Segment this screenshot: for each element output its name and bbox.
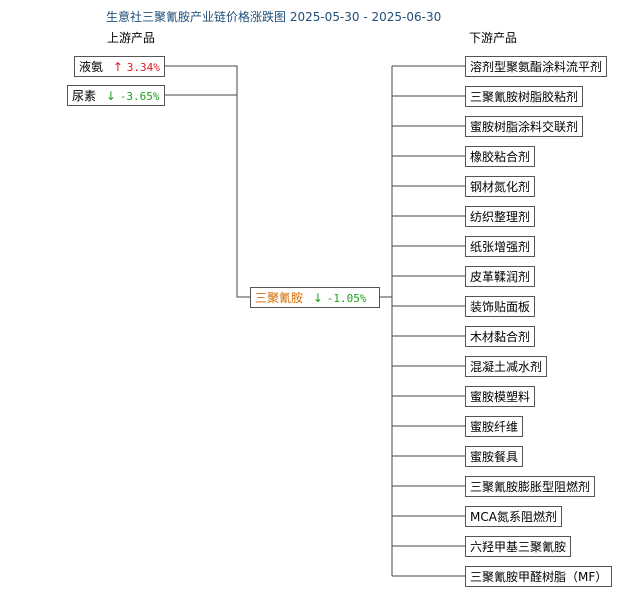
downstream-node: 皮革鞣润剂	[465, 266, 536, 287]
downstream-header: 下游产品	[469, 31, 518, 45]
downstream-node: 橡胶粘合剂	[465, 146, 536, 167]
center-node-melamine: 三聚氰胺 ↓ -1.05%	[250, 287, 380, 308]
change-percent: -3.65%	[119, 90, 160, 103]
downstream-node: 六羟甲基三聚氰胺	[465, 536, 572, 557]
downstream-node: MCA氮系阻燃剂	[465, 506, 562, 527]
downstream-node: 装饰贴面板	[465, 296, 536, 317]
chart-title: 生意社三聚氰胺产业链价格涨跌图 2025-05-30 - 2025-06-30	[106, 10, 442, 24]
downstream-node: 三聚氰胺树脂胶粘剂	[465, 86, 584, 107]
downstream-node: 混凝土减水剂	[465, 356, 548, 377]
upstream-node-liquid-ammonia: 液氨 ↑ 3.34%	[74, 56, 165, 77]
downstream-node: 三聚氰胺膨胀型阻燃剂	[465, 476, 596, 497]
downstream-node: 钢材氮化剂	[465, 176, 536, 197]
node-name: 液氨	[79, 60, 104, 74]
arrow-down-icon: ↓	[105, 89, 116, 103]
downstream-node: 木材黏合剂	[465, 326, 536, 347]
downstream-node: 蜜胺树脂涂料交联剂	[465, 116, 584, 137]
downstream-node: 溶剂型聚氨酯涂料流平剂	[465, 56, 608, 77]
change-percent: -1.05%	[326, 292, 367, 305]
downstream-node: 纸张增强剂	[465, 236, 536, 257]
arrow-down-icon: ↓	[312, 291, 323, 305]
upstream-node-urea: 尿素 ↓ -3.65%	[67, 85, 165, 106]
arrow-up-icon: ↑	[112, 60, 123, 74]
node-name: 尿素	[72, 89, 97, 103]
downstream-node: 蜜胺模塑料	[465, 386, 536, 407]
downstream-node: 蜜胺餐具	[465, 446, 524, 467]
downstream-node: 纺织整理剂	[465, 206, 536, 227]
downstream-node: 蜜胺纤维	[465, 416, 524, 437]
change-percent: 3.34%	[126, 61, 160, 74]
downstream-node: 三聚氰胺甲醛树脂（MF）	[465, 566, 613, 587]
upstream-header: 上游产品	[107, 31, 156, 45]
node-name: 三聚氰胺	[255, 291, 304, 305]
